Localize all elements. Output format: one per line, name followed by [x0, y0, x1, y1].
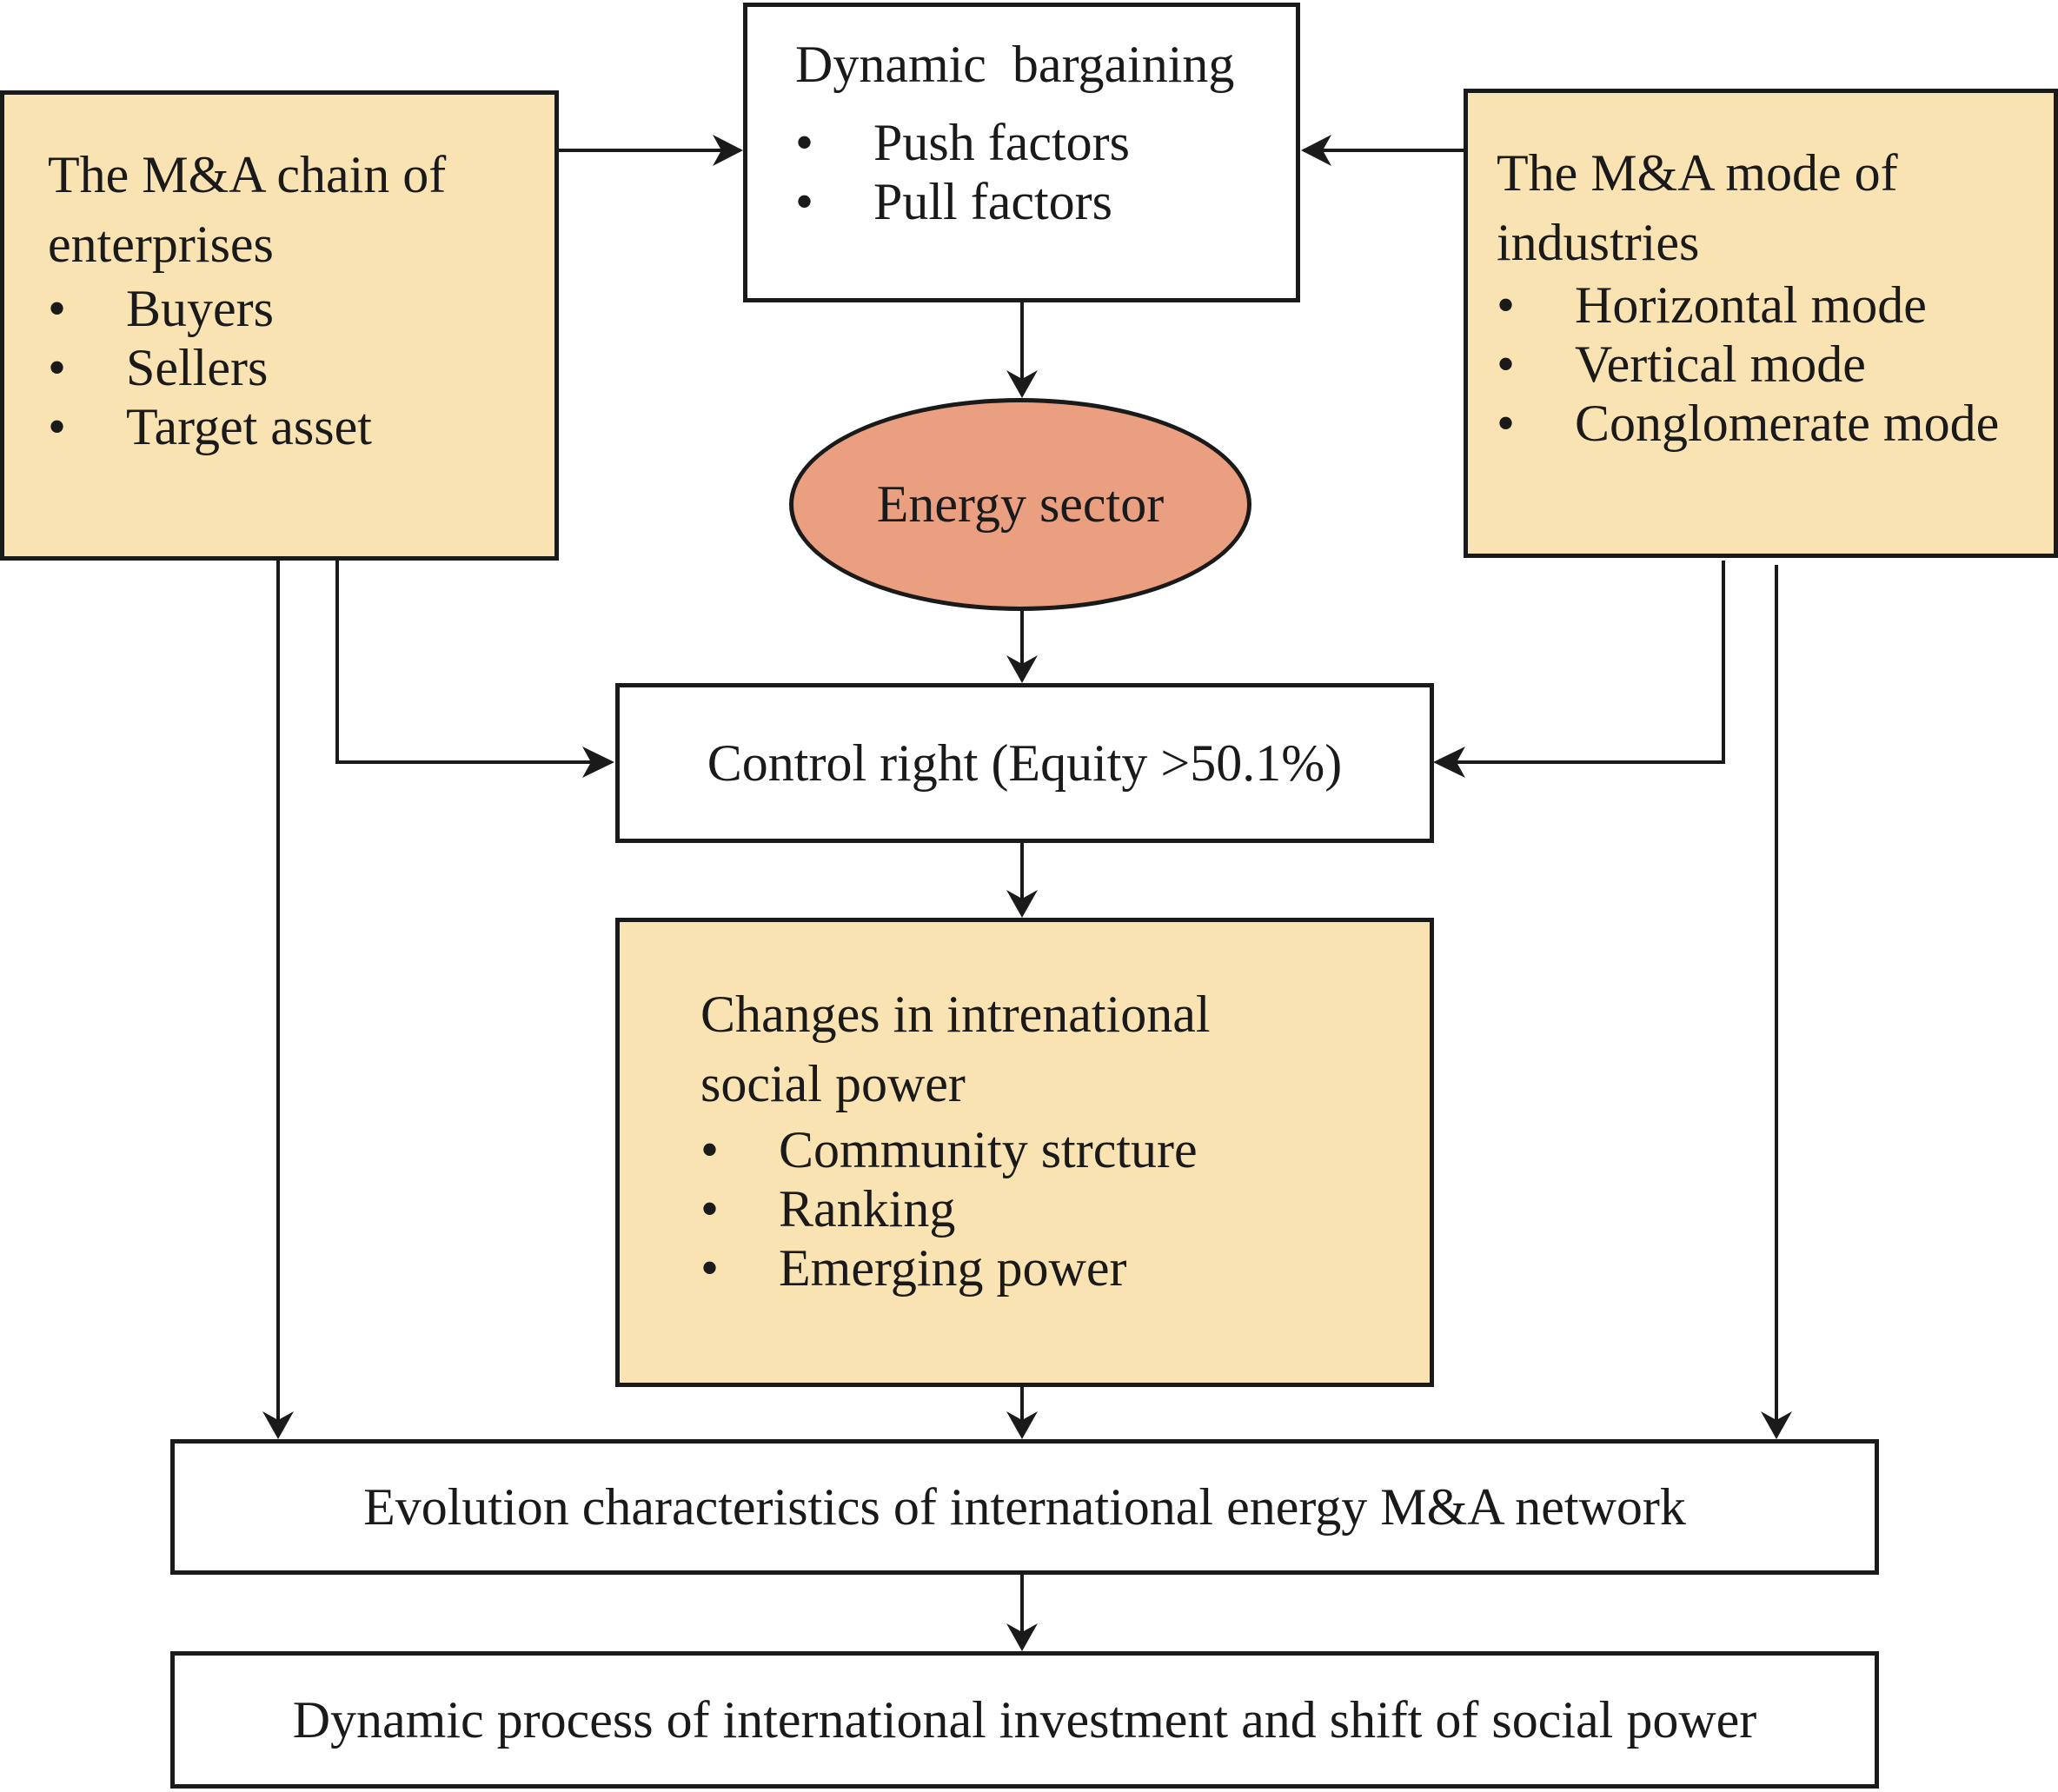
list-item: •Emerging power: [700, 1239, 1127, 1297]
bullet-icon: •: [700, 1121, 720, 1178]
list-item: •Buyers: [48, 280, 274, 337]
dynamic-process-label: Dynamic process of international investm…: [292, 1690, 1757, 1749]
ma-mode-title: The M&A mode of industries: [1497, 144, 1898, 271]
list-item: •Conglomerate mode: [1497, 395, 2000, 452]
energy-sector-label: Energy sector: [876, 475, 1165, 533]
ma-mode-list: •Horizontal mode •Vertical mode •Conglom…: [1497, 275, 1999, 453]
list-item: •Target asset: [48, 398, 372, 455]
bullet-icon: •: [48, 280, 67, 337]
evolution-box: Evolution characteristics of internation…: [170, 1439, 1879, 1575]
evolution-label: Evolution characteristics of internation…: [363, 1477, 1686, 1536]
list-item: •Sellers: [48, 339, 269, 396]
bullet-icon: •: [48, 398, 67, 455]
bullet-icon: •: [700, 1180, 720, 1238]
social-power-list: •Community strcture •Ranking •Emerging p…: [700, 1120, 1198, 1298]
energy-sector-node: Energy sector: [789, 398, 1251, 611]
list-item: •Community strcture: [700, 1121, 1198, 1178]
bullet-icon: •: [795, 173, 814, 230]
dynamic-bargaining-box: Dynamic bargaining •Push factors •Pull f…: [743, 3, 1300, 302]
ma-chain-list: •Buyers •Sellers •Target asset: [48, 279, 372, 456]
social-power-box: Changes in intrenational social power •C…: [615, 918, 1434, 1387]
bullet-icon: •: [48, 339, 67, 396]
list-item: •Push factors: [795, 114, 1130, 171]
ma-mode-box: The M&A mode of industries •Horizontal m…: [1464, 89, 2058, 558]
arrow-chain-to-control: [335, 561, 610, 764]
arrow-mode-to-control: [1437, 561, 1725, 764]
bullet-icon: •: [1497, 276, 1516, 334]
bullet-icon: •: [700, 1239, 720, 1297]
list-item: •Ranking: [700, 1180, 956, 1238]
dynamic-process-box: Dynamic process of international investm…: [170, 1651, 1879, 1789]
list-item: •Pull factors: [795, 173, 1112, 230]
dynamic-bargaining-list: •Push factors •Pull factors: [795, 113, 1130, 231]
bullet-icon: •: [1497, 395, 1516, 452]
ma-chain-box: The M&A chain of enterprises •Buyers •Se…: [0, 90, 559, 561]
list-item: •Vertical mode: [1497, 335, 1866, 393]
control-right-label: Control right (Equity >50.1%): [707, 733, 1343, 792]
list-item: •Horizontal mode: [1497, 276, 1927, 334]
ma-chain-title: The M&A chain of enterprises: [48, 146, 447, 273]
bullet-icon: •: [795, 114, 814, 171]
bullet-icon: •: [1497, 335, 1516, 393]
dynamic-bargaining-title: Dynamic bargaining: [795, 36, 1235, 93]
control-right-box: Control right (Equity >50.1%): [615, 683, 1434, 843]
social-power-title: Changes in intrenational social power: [700, 986, 1211, 1112]
